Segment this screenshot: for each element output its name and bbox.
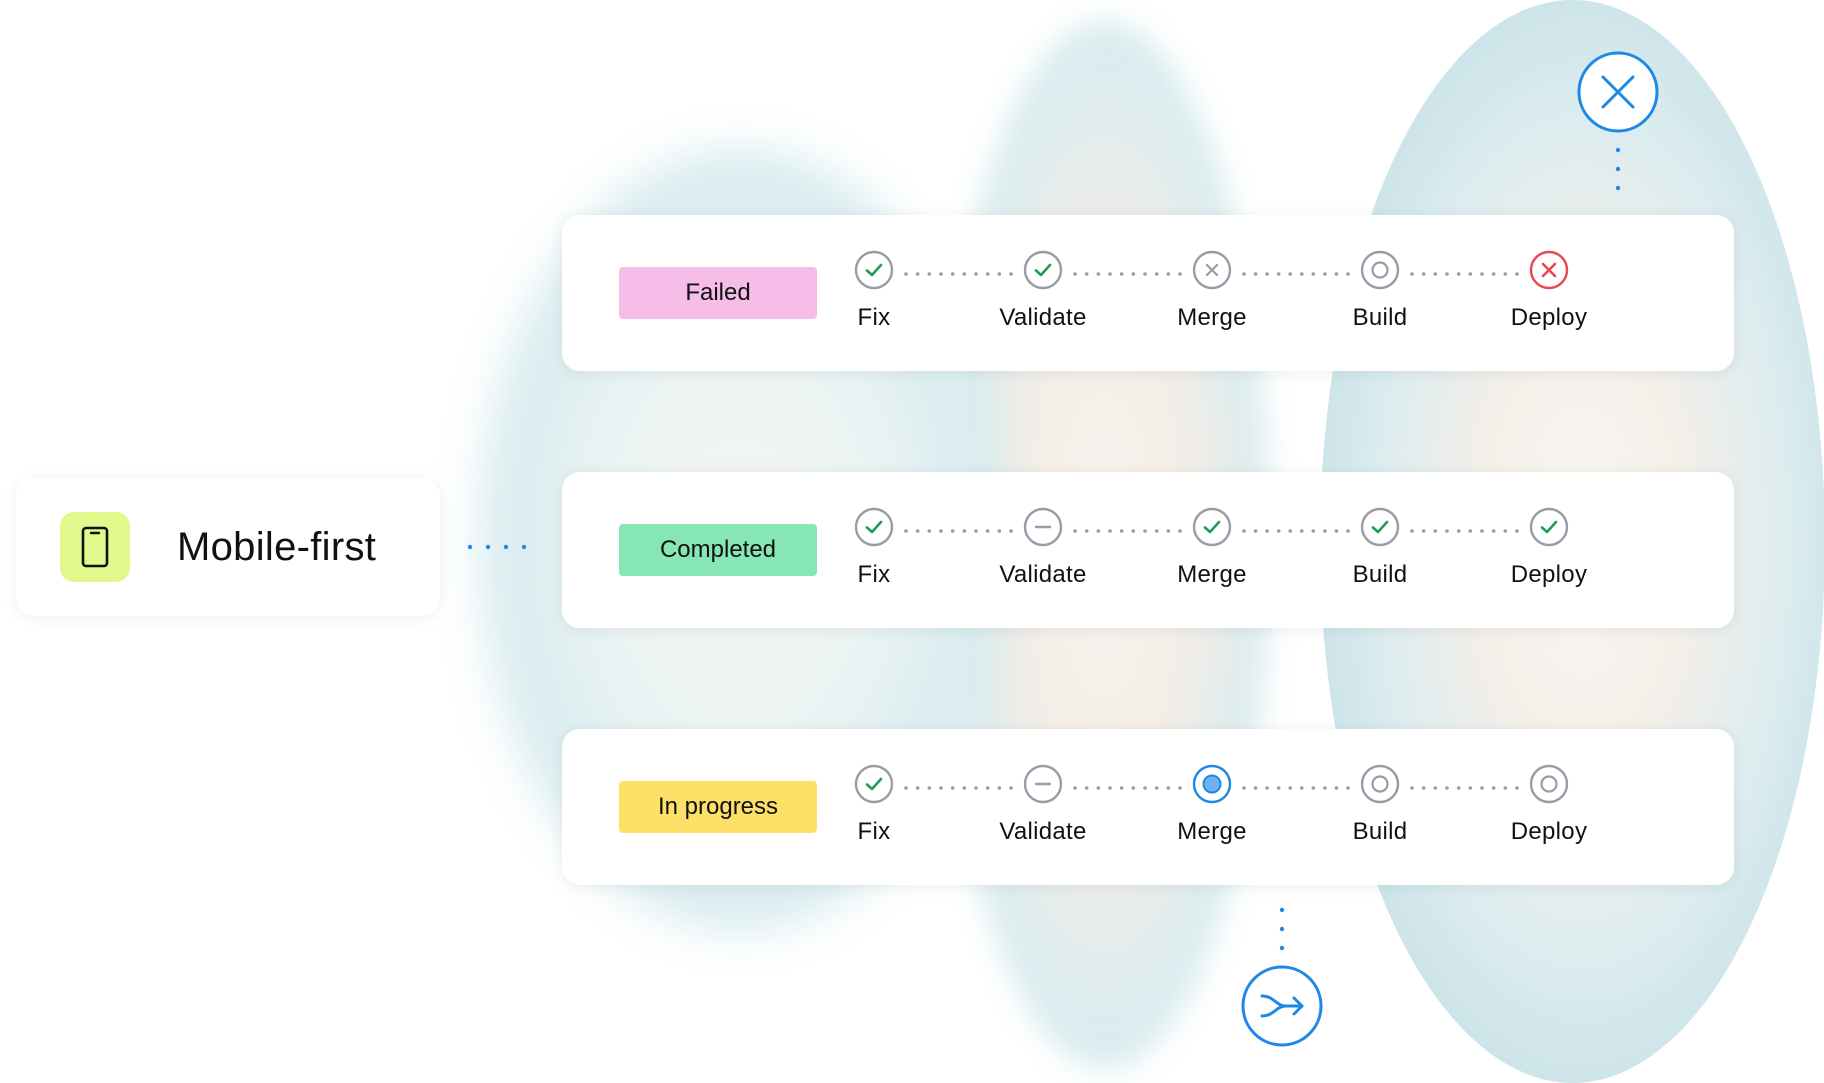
pipeline-step[interactable]: Fix	[804, 507, 944, 589]
status-badge: In progress	[619, 781, 817, 833]
step-connector	[1242, 529, 1350, 533]
error-circle-icon	[1529, 250, 1569, 290]
pipeline-step[interactable]: Build	[1310, 507, 1450, 589]
step-label: Deploy	[1510, 304, 1588, 331]
pipeline-step[interactable]: Build	[1310, 764, 1450, 846]
step-label: Fix	[857, 561, 891, 588]
step-label: Merge	[1177, 304, 1247, 331]
step-label: Merge	[1177, 818, 1247, 845]
step-connector	[1410, 786, 1519, 790]
mobile-device-icon	[60, 512, 130, 582]
step-label: Validate	[999, 304, 1087, 331]
status-badge: Failed	[619, 267, 817, 319]
step-connector	[904, 786, 1013, 790]
check-circle-icon	[1360, 507, 1400, 547]
step-label: Build	[1352, 561, 1408, 588]
check-circle-icon	[1192, 507, 1232, 547]
step-label: Fix	[857, 818, 891, 845]
cancelled-circle-icon	[1192, 250, 1232, 290]
step-connector	[1073, 529, 1182, 533]
pipeline-step[interactable]: Deploy	[1479, 507, 1619, 589]
step-connector	[1073, 272, 1182, 276]
step-label: Fix	[857, 304, 891, 331]
pipeline-step[interactable]: Fix	[804, 764, 944, 846]
step-label: Deploy	[1510, 818, 1588, 845]
step-label: Validate	[999, 818, 1087, 845]
step-connector	[1073, 786, 1182, 790]
pipeline-step[interactable]: Validate	[973, 764, 1113, 846]
check-circle-icon	[1529, 507, 1569, 547]
skipped-circle-icon	[1023, 507, 1063, 547]
check-circle-icon	[854, 250, 894, 290]
merge-connector	[1279, 907, 1285, 951]
step-connector	[904, 272, 1013, 276]
check-circle-icon	[1023, 250, 1063, 290]
skipped-circle-icon	[1023, 764, 1063, 804]
source-title: Mobile-first	[177, 524, 377, 569]
pipeline-step[interactable]: Merge	[1142, 250, 1282, 332]
step-label: Deploy	[1510, 561, 1588, 588]
step-connector	[1242, 786, 1350, 790]
step-connector	[904, 529, 1013, 533]
step-label: Merge	[1177, 561, 1247, 588]
pipeline-step[interactable]: Deploy	[1479, 764, 1619, 846]
pipeline-step[interactable]: Merge	[1142, 507, 1282, 589]
pipeline-step[interactable]: Deploy	[1479, 250, 1619, 332]
source-connector	[467, 544, 527, 550]
step-connector	[1410, 529, 1519, 533]
step-label: Build	[1352, 818, 1408, 845]
pending-circle-icon	[1360, 250, 1400, 290]
check-circle-icon	[854, 507, 894, 547]
merge-arrow-icon[interactable]	[1240, 964, 1324, 1053]
step-connector	[1410, 272, 1519, 276]
close-icon[interactable]	[1576, 50, 1660, 139]
close-connector	[1615, 147, 1621, 191]
step-connector	[1242, 272, 1350, 276]
pending-circle-icon	[1529, 764, 1569, 804]
step-label: Validate	[999, 561, 1087, 588]
status-badge: Completed	[619, 524, 817, 576]
pipeline-step[interactable]: Fix	[804, 250, 944, 332]
check-circle-icon	[854, 764, 894, 804]
pipeline-step[interactable]: Validate	[973, 507, 1113, 589]
running-circle-icon	[1192, 764, 1232, 804]
pipeline-step[interactable]: Merge	[1142, 764, 1282, 846]
pipeline-step[interactable]: Validate	[973, 250, 1113, 332]
pipeline-step[interactable]: Build	[1310, 250, 1450, 332]
pending-circle-icon	[1360, 764, 1400, 804]
source-card[interactable]: Mobile-first	[16, 478, 440, 616]
step-label: Build	[1352, 304, 1408, 331]
